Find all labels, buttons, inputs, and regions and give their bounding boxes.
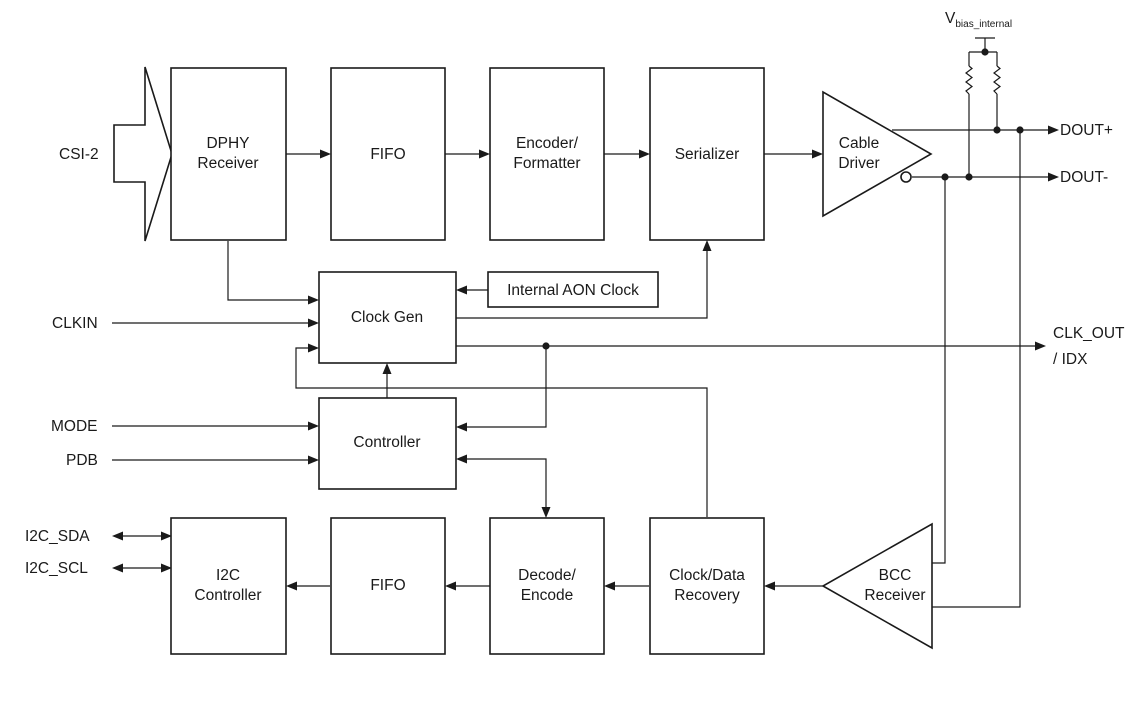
mode-label: MODE — [51, 418, 98, 435]
wire-clock-controller — [465, 346, 547, 428]
junction-dout-plus-bcc — [1016, 126, 1024, 134]
fifo-top-label: FIFO — [370, 146, 405, 163]
arrow-dphy-clockgen — [308, 295, 319, 305]
arrow-clkout — [1035, 341, 1046, 351]
block-labels: DPHY Receiver FIFO Encoder/ Formatter Se… — [194, 135, 925, 604]
blocks — [113, 66, 933, 655]
cable-driver-inverting-bubble — [900, 171, 912, 183]
junctions — [542, 48, 1024, 350]
arrow-dout-minus — [1048, 172, 1059, 182]
decode-encode-block — [489, 517, 605, 655]
junction-bias — [981, 48, 989, 56]
dout-plus-label: DOUT+ — [1060, 122, 1113, 139]
dphy-label-line1: DPHY — [206, 135, 249, 152]
cdr-label-line1: Clock/Data — [669, 567, 745, 584]
fifo-bottom-block — [330, 517, 446, 655]
junction-dout-minus-bcc — [941, 173, 949, 181]
resistor-left — [965, 65, 973, 95]
clock-data-recovery-block — [649, 517, 765, 655]
junction-clock — [542, 342, 550, 350]
junction-dout-plus-bias — [993, 126, 1001, 134]
wire-cdr-clockgen — [295, 347, 708, 517]
cable-driver-triangle — [822, 90, 933, 218]
i2c-label-line1: I2C — [216, 567, 240, 584]
arrow-to-fifo-bottom — [445, 581, 456, 591]
cdr-label-line2: Recovery — [674, 587, 740, 604]
i2c-label-line2: Controller — [194, 587, 261, 604]
arrowheads — [112, 125, 1059, 591]
cable-driver-label-line1: Cable — [839, 135, 880, 152]
fifo-bottom-label: FIFO — [370, 577, 405, 594]
bcc-label-line1: BCC — [879, 567, 912, 584]
wire-controller-decode — [465, 458, 547, 509]
encoder-formatter-block — [489, 67, 605, 241]
aon-clock-block — [487, 271, 659, 308]
arrow-mode — [308, 421, 319, 431]
vbias-main: V — [945, 10, 956, 27]
controller-block — [318, 397, 457, 490]
fifo-top-block — [330, 67, 446, 241]
encoder-label-line1: Encoder/ — [516, 135, 579, 152]
serializer-label: Serializer — [675, 146, 740, 163]
bcc-receiver-triangle — [821, 522, 933, 650]
i2c-scl-label: I2C_SCL — [25, 560, 88, 577]
dphy-receiver-block — [170, 67, 287, 241]
arrow-controller-clockgen — [382, 363, 392, 374]
aon-clock-label: Internal AON Clock — [507, 282, 639, 299]
decode-label-line2: Encode — [521, 587, 574, 604]
arrow-to-decode — [604, 581, 615, 591]
arrow-clock-controller — [456, 422, 467, 432]
clock-gen-block — [318, 271, 457, 364]
dphy-label-line2: Receiver — [197, 155, 258, 172]
arrow-sda-left — [112, 531, 123, 541]
arrow-dout-plus — [1048, 125, 1059, 135]
arrow-clkin — [308, 318, 319, 328]
resistor-right — [993, 65, 1001, 95]
wire-dphy-clockgen — [227, 241, 310, 301]
clock-gen-label: Clock Gen — [351, 309, 423, 326]
arrow-aon-clockgen — [456, 285, 467, 295]
clk-out-label-line1: CLK_OUT — [1053, 325, 1125, 342]
arrow-controller-decode — [541, 507, 551, 518]
arrow-to-i2c — [286, 581, 297, 591]
i2c-sda-label: I2C_SDA — [25, 528, 90, 545]
clk-out-label-line2: / IDX — [1053, 351, 1088, 368]
arrow-to-serializer — [639, 149, 650, 159]
arrow-to-encoder — [479, 149, 490, 159]
arrow-pdb — [308, 455, 319, 465]
arrow-to-serializer-clock — [702, 240, 712, 251]
csi2-label: CSI-2 — [59, 146, 99, 163]
arrow-decode-controller — [456, 454, 467, 464]
cable-driver-label-line2: Driver — [838, 155, 879, 172]
arrow-scl-left — [112, 563, 123, 573]
arrow-to-fifo — [320, 149, 331, 159]
i2c-controller-block — [170, 517, 287, 655]
wire-dout-minus-bcc — [915, 177, 946, 564]
vbias-subscript: bias_internal — [955, 19, 1012, 30]
csi2-input-arrow — [113, 66, 173, 242]
arrow-scl-right — [161, 563, 172, 573]
arrow-feedback-clockgen — [308, 343, 319, 353]
vbias-label: Vbias_internal — [945, 10, 1012, 30]
wire-dout-plus-bcc — [932, 130, 1021, 608]
encoder-label-line2: Formatter — [513, 155, 580, 172]
bcc-label-line2: Receiver — [864, 587, 925, 604]
pdb-label: PDB — [66, 452, 98, 469]
decode-label-line1: Decode/ — [518, 567, 576, 584]
junction-dout-minus-bias — [965, 173, 973, 181]
serializer-block — [649, 67, 765, 241]
clkin-label: CLKIN — [52, 315, 98, 332]
wire-clockgen-serializer — [456, 249, 708, 319]
arrow-sda-right — [161, 531, 172, 541]
signal-labels: CSI-2 CLKIN MODE PDB I2C_SDA I2C_SCL DOU… — [25, 10, 1125, 577]
arrow-to-cdr — [764, 581, 775, 591]
dout-minus-label: DOUT- — [1060, 169, 1108, 186]
arrow-to-driver — [812, 149, 823, 159]
controller-label: Controller — [353, 434, 420, 451]
wires — [112, 37, 1050, 608]
